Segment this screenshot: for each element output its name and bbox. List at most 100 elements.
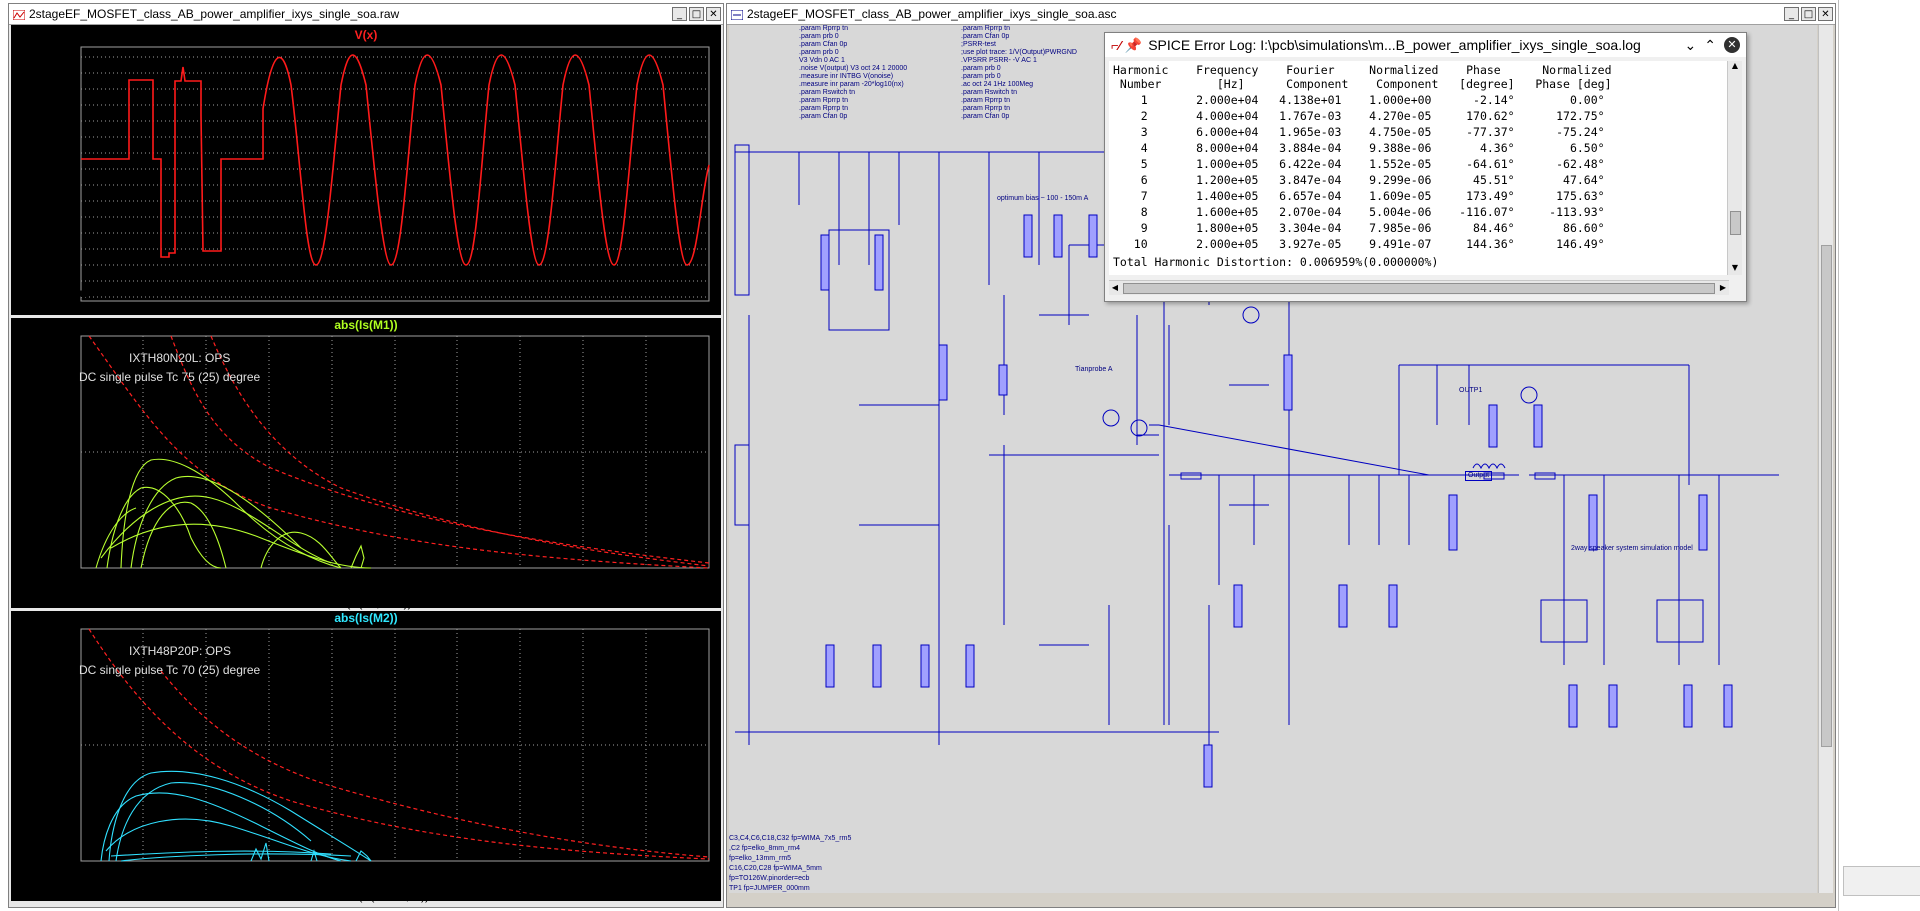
x-start-label: 0µs (69, 286, 89, 300)
trace-label-m2[interactable]: abs(Is(M2)) (334, 611, 398, 625)
two-way-speaker-note: 2way speaker system simulation model (1571, 545, 1693, 552)
trace-label-m1[interactable]: abs(Is(M1)) (334, 318, 398, 332)
vx-y-tick: 22V (55, 114, 77, 128)
footprint-note-6: TP1 fp=JUMPER_000mm (729, 885, 810, 892)
log-row: 3 6.000e+04 1.965e-03 4.750e-05 -77.37° … (1113, 125, 1605, 139)
m1-y-tick-mid: 10.37A (31, 447, 70, 461)
schematic-drawing (734, 144, 1779, 788)
scroll-left-arrow[interactable]: ◀ (1111, 283, 1119, 292)
vx-y-tick: -20V (51, 210, 77, 224)
m1-x-tick: 41V (196, 584, 218, 598)
m1-x-tick: 21V (133, 584, 156, 598)
close-icon[interactable]: ✕ (1724, 37, 1740, 53)
plot-pane-m1[interactable]: abs(Is(M1)) (11, 318, 721, 608)
scroll-down-arrow[interactable]: ▼ (1731, 263, 1739, 272)
log-row: 9 1.800e+05 3.304e-04 7.985e-06 84.46° 8… (1113, 221, 1605, 235)
m1-x-tick: 81V (322, 584, 344, 598)
m2-note-condition: DC single pulse Tc 70 (25) degree (79, 663, 261, 677)
scroll-thumb[interactable] (1123, 283, 1715, 294)
log-row: 10 2.000e+05 3.927e-05 9.491e-07 144.36°… (1113, 237, 1605, 251)
vx-y-tick: -27V (51, 226, 77, 240)
m1-x-tick: 101V (385, 584, 414, 598)
log-row: 4 8.000e+04 3.884e-04 9.388e-06 4.36° 6.… (1113, 141, 1605, 155)
vx-y-tick: 8V (62, 146, 77, 160)
schematic-window-titlebar[interactable]: 2stageEF_MOSFET_class_AB_power_amplifier… (727, 4, 1835, 25)
m2-x-tick: 21V (133, 877, 156, 891)
footprint-note-4: C16,C20,C28 fp=WIMA_5mm (729, 865, 822, 872)
log-thd-row: Total Harmonic Distortion: 0.006959%(0.0… (1113, 255, 1439, 269)
optimum-bias-note: optimum bias ~ 100 - 150m A (997, 195, 1089, 202)
waveform-window-title: 2stageEF_MOSFET_class_AB_power_amplifier… (29, 7, 400, 21)
schematic-window-title: 2stageEF_MOSFET_class_AB_power_amplifier… (747, 7, 1117, 21)
vx-y-tick: 15V (55, 130, 77, 144)
minimize-button[interactable]: _ (672, 7, 687, 21)
outp1-label: OUTP1 (1459, 387, 1483, 394)
m2-x-tick: 181V (636, 877, 665, 891)
m2-x-tick: 41V (196, 877, 218, 891)
log-row: 7 1.400e+05 6.657e-04 1.609e-05 173.49° … (1113, 189, 1605, 203)
footprint-note-2: ,C2 fp=elko_8mm_rm4 (729, 845, 801, 852)
minimize-button[interactable]: _ (1784, 7, 1799, 21)
m2-soa-plot (80, 628, 710, 862)
vx-waveform-plot (80, 46, 710, 302)
log-header-row-2: Number [Hz] Component Component [degree]… (1113, 77, 1612, 91)
vx-y-tick: -34V (51, 242, 77, 256)
plot-pane-vx[interactable]: V(x) (11, 25, 721, 315)
maximize-button[interactable]: □ (1801, 7, 1816, 21)
m2-y-tick-top: 20.00A (29, 624, 68, 638)
vx-y-tick: -55V (51, 290, 77, 304)
vx-y-tick: -6V (58, 178, 77, 192)
m2-x-tick: 121V (447, 877, 476, 891)
log-row: 8 1.600e+05 2.070e-04 5.004e-06 -116.07°… (1113, 205, 1605, 219)
m1-note-condition: DC single pulse Tc 75 (25) degree (79, 370, 261, 384)
vx-y-tick: -48V (51, 274, 77, 288)
m1-x-tick: 61V (259, 584, 281, 598)
trace-label-vx[interactable]: V(x) (354, 28, 378, 42)
vx-y-tick: 29V (55, 98, 77, 112)
log-row: 1 2.000e+04 4.138e+01 1.000e+00 -2.14° 0… (1113, 93, 1605, 107)
m2-x-tick: 81V (322, 877, 344, 891)
m2-x-tick: 141V (510, 877, 539, 891)
scroll-up-arrow[interactable]: ▲ (1731, 61, 1739, 70)
m2-y-tick-bottom: 1.30A (39, 856, 71, 870)
m2-x-axis-label: abs(V(Vnem,-V)) (339, 889, 430, 903)
output-net-label[interactable]: Output (1465, 471, 1493, 481)
error-log-text[interactable]: Harmonic Frequency Fourier Normalized Ph… (1109, 61, 1729, 275)
vx-y-tick: -41V (51, 258, 77, 272)
log-row: 6 1.200e+05 3.847e-04 9.299e-06 45.51° 4… (1113, 173, 1605, 187)
m1-y-tick-bottom: 740.00mA (13, 563, 68, 577)
error-log-horizontal-scrollbar[interactable]: ◀ ▶ (1109, 280, 1729, 295)
m1-x-tick: 141V (510, 584, 539, 598)
chevron-up-icon[interactable]: ⌃ (1704, 36, 1716, 53)
schematic-app-icon (730, 9, 744, 21)
vx-y-tick: 50V (55, 50, 77, 64)
m1-soa-plot (80, 335, 710, 569)
waveform-window-titlebar[interactable]: 2stageEF_MOSFET_class_AB_power_amplifier… (9, 4, 723, 25)
close-button[interactable]: ✕ (706, 7, 721, 21)
scroll-thumb[interactable] (1730, 211, 1741, 235)
thd-probe-label: Tianprobe A (1075, 366, 1113, 373)
m2-x-tick: 1V (71, 877, 86, 891)
pin-icon[interactable]: 📌 (1124, 36, 1143, 53)
scroll-right-arrow[interactable]: ▶ (1719, 283, 1727, 292)
plot-pane-m2[interactable]: abs(Is(M2)) IXTH48P2 (11, 611, 721, 901)
params-right-block: .param Rprrp tn.param Cfan 0p;PSRR-test;… (961, 25, 1077, 120)
schematic-vertical-scrollbar[interactable] (1818, 25, 1833, 893)
background-window-edge (1838, 0, 1920, 911)
error-log-vertical-scrollbar[interactable]: ▲ ▼ (1727, 61, 1742, 275)
close-button[interactable]: ✕ (1818, 7, 1833, 21)
spice-error-log-dialog[interactable]: ⌐⁄ 📌 SPICE Error Log: I:\pcb\simulations… (1104, 32, 1747, 302)
vx-y-tick: 1V (62, 162, 77, 176)
m1-note-part: IXTH80N20L: OPS (129, 351, 231, 365)
m2-y-tick-mid: 10.65A (31, 740, 70, 754)
ltspice-icon: ⌐⁄ (1111, 37, 1121, 53)
error-log-titlebar[interactable]: ⌐⁄ 📌 SPICE Error Log: I:\pcb\simulations… (1105, 33, 1746, 57)
chevron-down-icon[interactable]: ⌄ (1684, 36, 1697, 53)
m2-x-tick: 161V (573, 877, 602, 891)
vx-y-tick: 36V (55, 82, 77, 96)
time-axis-label: time (387, 304, 410, 318)
scroll-thumb[interactable] (1821, 245, 1832, 747)
m2-x-tick: 101V (385, 877, 414, 891)
log-row: 5 1.000e+05 6.422e-04 1.552e-05 -64.61° … (1113, 157, 1605, 171)
maximize-button[interactable]: □ (689, 7, 704, 21)
